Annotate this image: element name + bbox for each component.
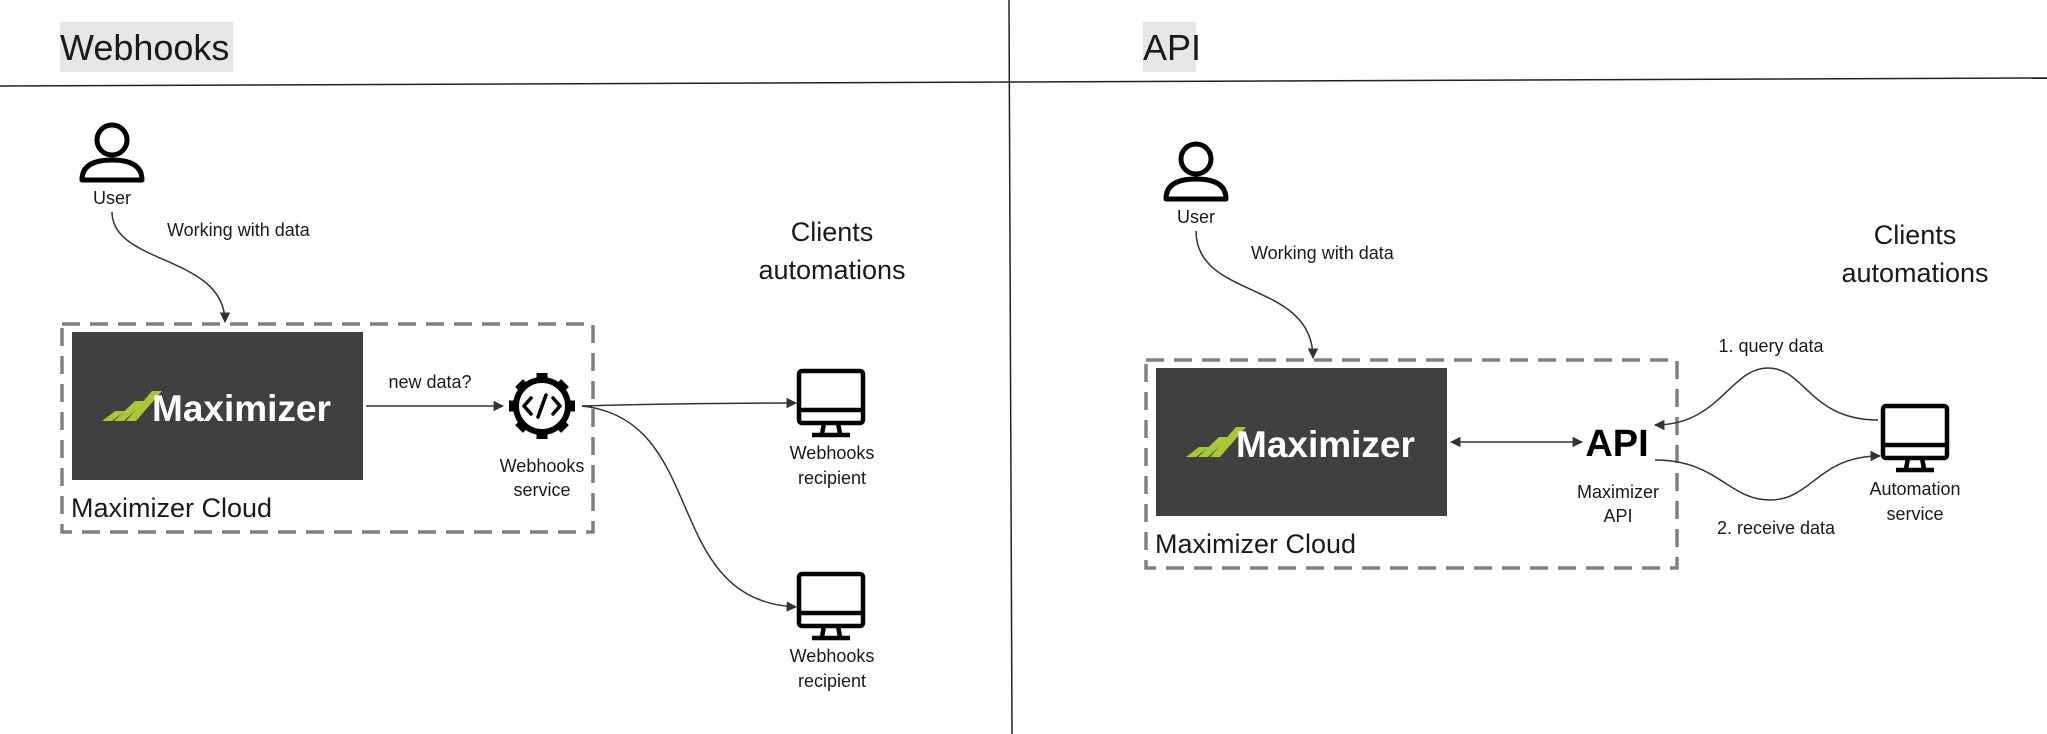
webhooks-section: Webhooks User Working with data Clients … xyxy=(60,22,906,691)
api-title-highlight xyxy=(1143,22,1196,72)
webhooks-maximizer-logo: Maximizer xyxy=(72,332,363,480)
webhooks-cloud-boundary xyxy=(60,322,595,534)
webhooks-user-icon xyxy=(79,122,145,183)
webhooks-user-label: User xyxy=(93,188,131,208)
api-user-label: User xyxy=(1177,207,1215,227)
webhooks-new-data-label: new data? xyxy=(388,372,471,392)
api-receive-label: 2. receive data xyxy=(1717,518,1836,538)
webhooks-recipient2-line2: recipient xyxy=(798,671,866,691)
webhooks-recipient2-monitor-icon xyxy=(796,571,866,641)
api-cloud-label: Maximizer Cloud xyxy=(1155,529,1356,559)
webhooks-section-title: Webhooks xyxy=(60,27,229,68)
api-maximizer-line1: Maximizer xyxy=(1577,482,1659,502)
api-automation-line2: service xyxy=(1886,504,1943,524)
api-section: API User Working with data Clients autom… xyxy=(1143,22,1989,570)
webhooks-recipient1-line2: recipient xyxy=(798,468,866,488)
webhooks-service-gear-icon xyxy=(509,373,575,439)
webhooks-clients-line2: automations xyxy=(758,255,905,285)
horizontal-divider xyxy=(0,77,2047,87)
webhooks-logo-text: Maximizer xyxy=(152,388,331,429)
webhooks-title-highlight xyxy=(60,22,233,72)
api-receive-data-arrow xyxy=(1654,450,1882,501)
webhooks-recipient1-monitor-icon xyxy=(796,368,866,438)
api-clients-line2: automations xyxy=(1841,258,1988,288)
api-automation-monitor-icon xyxy=(1880,403,1950,473)
webhooks-service-line2: service xyxy=(513,480,570,500)
webhooks-user-to-cloud-arrow xyxy=(111,211,231,324)
api-maximizer-logo: Maximizer xyxy=(1156,368,1447,516)
api-cloud-boundary xyxy=(1144,358,1679,570)
api-logo-text: Maximizer xyxy=(1236,424,1415,465)
api-user-icon xyxy=(1163,141,1229,202)
webhooks-working-label: Working with data xyxy=(167,220,311,240)
api-query-label: 1. query data xyxy=(1718,336,1824,356)
api-clients-line1: Clients xyxy=(1874,220,1957,250)
vertical-divider xyxy=(1008,0,1013,734)
api-user-to-cloud-arrow xyxy=(1195,230,1319,360)
api-working-label: Working with data xyxy=(1251,243,1395,263)
webhooks-recipient1-line1: Webhooks xyxy=(790,443,875,463)
api-maximizer-line2: API xyxy=(1603,506,1632,526)
webhooks-cloud-label: Maximizer Cloud xyxy=(71,493,272,523)
webhooks-service-line1: Webhooks xyxy=(500,456,585,476)
api-section-title: API xyxy=(1143,27,1201,68)
api-query-data-arrow xyxy=(1653,367,1879,431)
api-logo-icon: API xyxy=(1585,423,1648,465)
webhooks-to-recipient2-arrow xyxy=(581,405,798,612)
webhooks-to-recipient1-arrow xyxy=(581,397,798,409)
webhooks-recipient2-line1: Webhooks xyxy=(790,646,875,666)
webhooks-clients-line1: Clients xyxy=(791,217,874,247)
api-automation-line1: Automation xyxy=(1869,479,1960,499)
